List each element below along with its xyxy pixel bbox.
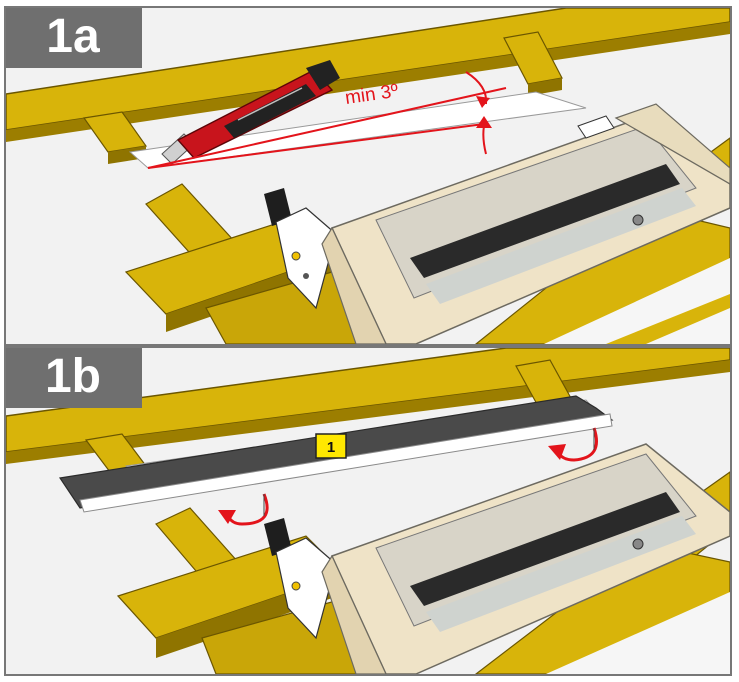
fold-arrow-right-icon bbox=[548, 427, 598, 462]
step-1b-label: 1b bbox=[44, 350, 101, 403]
step-1a-illustration: min 3º bbox=[6, 8, 730, 344]
callout-box bbox=[315, 433, 347, 459]
utility-knife-icon bbox=[161, 60, 340, 165]
callout-number: 1 bbox=[327, 439, 335, 456]
mounting-bracket bbox=[275, 207, 337, 310]
step-1b-tab: 1b bbox=[6, 348, 142, 408]
cut-angle-marker bbox=[147, 71, 507, 169]
mounting-bracket bbox=[275, 537, 337, 640]
fold-arrow-left-icon bbox=[218, 493, 269, 526]
step-1b-panel: 1 1b bbox=[4, 346, 732, 676]
step-1a-panel: min 3º 1a bbox=[4, 6, 732, 346]
mounting-bracket bbox=[264, 188, 292, 226]
step-1a-tab: 1a bbox=[6, 8, 142, 68]
step-1a-label: 1a bbox=[46, 10, 100, 63]
top-batten bbox=[6, 8, 730, 131]
step-1b-illustration: 1 bbox=[6, 348, 730, 674]
